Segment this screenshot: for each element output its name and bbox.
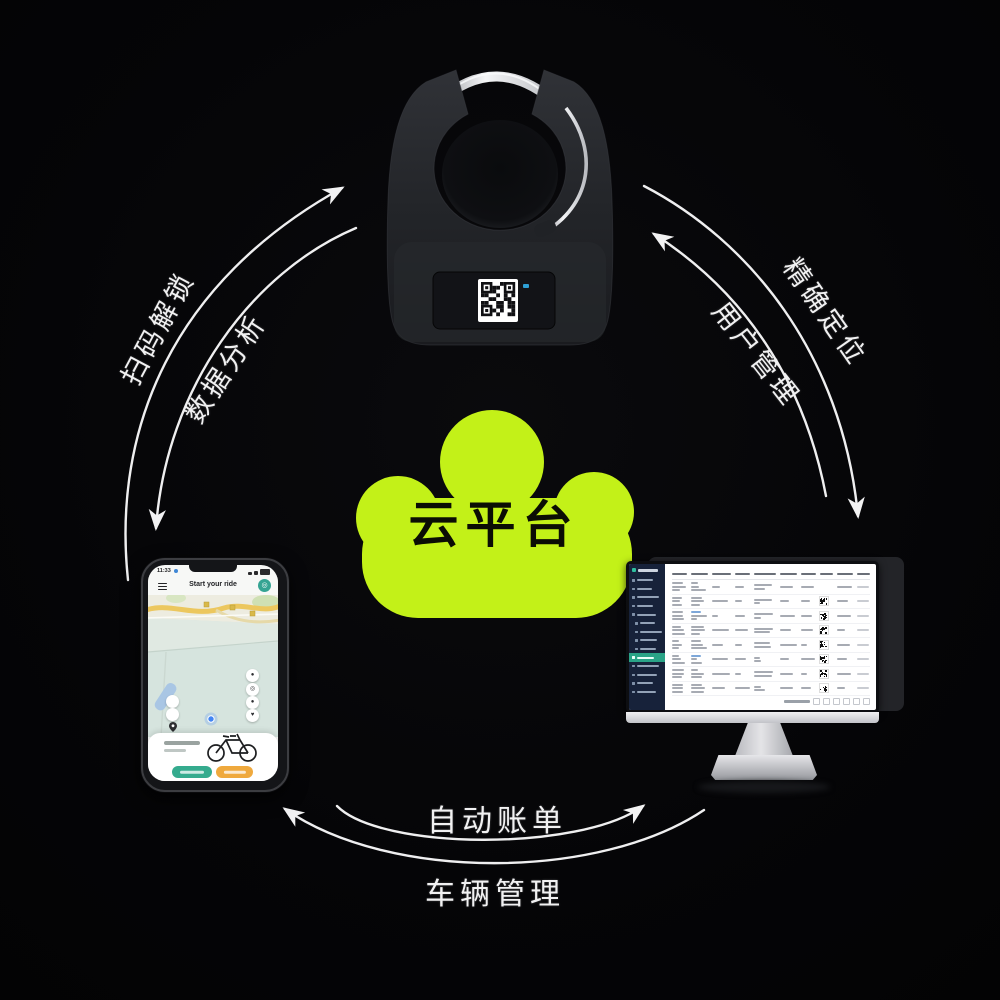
sidebar-menu-item[interactable] (629, 679, 665, 688)
smart-lock (386, 69, 614, 346)
logo-icon (632, 568, 636, 572)
dashboard-screen (629, 564, 876, 710)
ride-bottom-sheet (148, 733, 278, 781)
phone-notch (189, 565, 237, 572)
row-qr-code (818, 610, 829, 621)
arrow-user-management (651, 232, 828, 498)
qr-code (481, 282, 516, 317)
sidebar-menu-item[interactable] (629, 610, 665, 619)
unlock-ride-button[interactable] (172, 766, 212, 778)
lock-cable (547, 106, 588, 232)
status-led (523, 284, 529, 288)
table-row (672, 609, 870, 624)
cloud-platform-label: 云平台 (408, 497, 580, 553)
sidebar-menu-item[interactable] (629, 688, 665, 697)
sidebar-menu-item[interactable] (629, 636, 665, 645)
row-qr-code (818, 596, 829, 607)
table-pagination[interactable] (672, 696, 870, 707)
sidebar-menu-item[interactable] (629, 593, 665, 602)
monitor-stand-base (711, 755, 817, 780)
sidebar-menu-item[interactable] (629, 653, 665, 662)
row-qr-code (818, 683, 829, 694)
location-indicator-icon (174, 569, 178, 573)
arrow-scan-unlock (124, 186, 345, 582)
map-button-2[interactable]: ◎ (246, 683, 259, 696)
status-time: 11:33 (157, 568, 171, 574)
signal-icon (248, 571, 252, 575)
flow-arrows (124, 184, 865, 865)
arrow-precise-positioning (642, 184, 865, 520)
app-header: Start your ride ◎ (148, 577, 278, 595)
label-auto-billing: 自动账单 (427, 805, 567, 838)
map-button-1[interactable]: ● (246, 669, 259, 682)
sidebar-menu-item[interactable] (629, 628, 665, 637)
label-vehicle-management: 车辆管理 (425, 878, 565, 911)
row-qr-code (818, 654, 829, 665)
map-button-3[interactable]: ● (246, 696, 259, 709)
map-button-left-1[interactable] (166, 695, 179, 708)
arrow-auto-billing (335, 804, 646, 841)
arrow-data-analysis (148, 226, 358, 532)
locate-button[interactable]: ◎ (258, 579, 271, 592)
battery-icon (260, 569, 270, 575)
phone-mockup: 11:33 Start your ride ◎ (141, 558, 289, 792)
table-header (672, 569, 870, 580)
table-row (672, 682, 870, 696)
app-title: Start your ride (189, 581, 237, 588)
current-location-dot (207, 715, 215, 723)
monitor-chin (626, 712, 879, 723)
arrow-vehicle-management (282, 807, 706, 865)
sidebar-menu-item[interactable] (629, 662, 665, 671)
sidebar-menu-item[interactable] (629, 585, 665, 594)
table-row (672, 653, 870, 667)
bike-icon (207, 733, 257, 762)
table-row (672, 638, 870, 653)
cable-end-cap (534, 220, 557, 237)
sidebar-menu-item[interactable] (629, 602, 665, 611)
monitor (626, 561, 879, 713)
row-qr-code (818, 668, 829, 679)
sidebar-menu-item[interactable] (629, 576, 665, 585)
map-button-4[interactable]: ♥ (246, 709, 259, 722)
cloud-icon (356, 410, 634, 618)
table-row (672, 667, 870, 682)
dashboard-sidebar (629, 564, 665, 710)
status-icons (248, 569, 270, 575)
phone-status-bar: 11:33 (148, 567, 278, 576)
map-pin-icon (169, 722, 177, 732)
hamburger-menu-icon[interactable] (158, 583, 167, 592)
sidebar-menu-item[interactable] (629, 671, 665, 680)
wifi-icon (254, 570, 258, 575)
map-river (154, 683, 177, 711)
reserve-button[interactable] (216, 766, 253, 778)
lock-opening (442, 120, 558, 228)
row-qr-code (818, 625, 829, 636)
dashboard-logo (629, 566, 665, 576)
table-row (672, 595, 870, 609)
ride-info-line-1 (164, 741, 200, 745)
map-button-left-2[interactable] (166, 708, 179, 721)
table-row (672, 624, 870, 638)
ride-info-line-2 (164, 749, 186, 752)
table-row (672, 580, 870, 595)
row-qr-code (818, 639, 829, 650)
sidebar-menu-item[interactable] (629, 645, 665, 654)
sidebar-menu-item[interactable] (629, 619, 665, 628)
dashboard-table (665, 564, 876, 710)
phone-screen: 11:33 Start your ride ◎ (148, 565, 278, 781)
monitor-shadow (698, 781, 830, 793)
